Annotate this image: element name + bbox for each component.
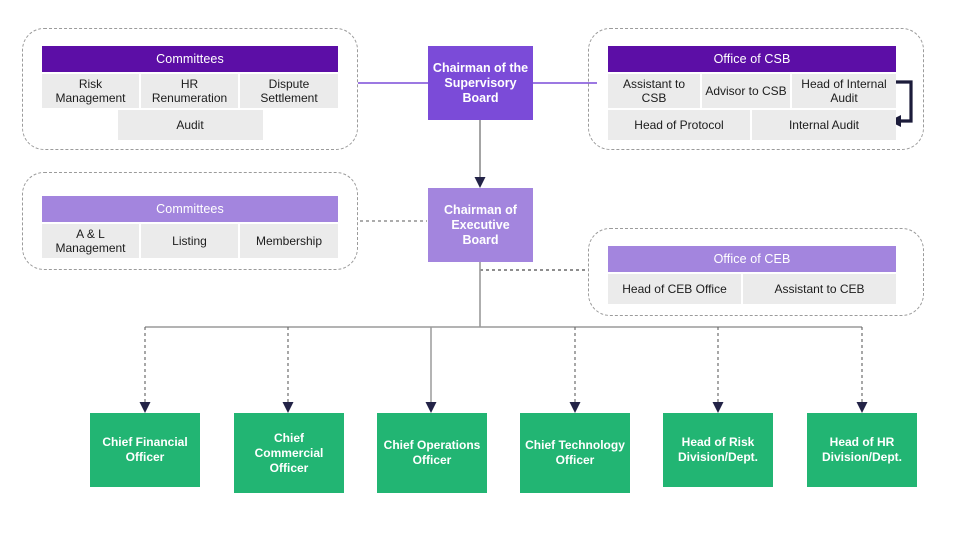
cell-row-committees-supervisory-2: Audit [42,110,338,140]
cell-row-committees-supervisory-1: Risk Management HR Renumeration Dispute … [42,74,338,108]
cell-hr-renumeration[interactable]: HR Renumeration [141,74,238,108]
panel-header-committees-supervisory: Committees [42,46,338,72]
cell-head-of-internal-audit[interactable]: Head of Internal Audit [792,74,896,108]
group-executive-committees [22,172,358,270]
panel-supervisory-committees: Committees Risk Management HR Renumerati… [42,46,338,140]
box-head-of-risk-division[interactable]: Head of Risk Division/Dept. [663,413,773,487]
panel-header-office-of-csb: Office of CSB [608,46,896,72]
arrowhead-coo [425,402,437,413]
cell-al-management[interactable]: A & L Management [42,224,139,258]
arrowhead-cto [569,402,581,413]
box-chief-technology-officer[interactable]: Chief Technology Officer [520,413,630,493]
cell-assistant-to-csb[interactable]: Assistant to CSB [608,74,700,108]
arrowhead-cco [282,402,294,413]
panel-header-office-of-ceb: Office of CEB [608,246,896,272]
panel-office-of-ceb: Office of CEB Head of CEB Office Assista… [608,246,896,304]
box-head-of-hr-division[interactable]: Head of HR Division/Dept. [807,413,917,487]
panel-header-committees-executive: Committees [42,196,338,222]
box-chief-financial-officer[interactable]: Chief Financial Officer [90,413,200,487]
arrowhead-risk [712,402,724,413]
arrowhead-csb-to-ceb [474,177,486,188]
cell-listing[interactable]: Listing [141,224,238,258]
cell-dispute-settlement[interactable]: Dispute Settlement [240,74,338,108]
panel-office-of-csb: Office of CSB Assistant to CSB Advisor t… [608,46,896,140]
cell-internal-audit[interactable]: Internal Audit [752,110,896,140]
cell-row-committees-executive-1: A & L Management Listing Membership [42,224,338,258]
cell-row-office-ceb-1: Head of CEB Office Assistant to CEB [608,274,896,304]
cell-assistant-to-ceb[interactable]: Assistant to CEB [743,274,896,304]
group-office-of-csb [588,28,924,150]
box-chairman-supervisory-board[interactable]: Chairman of the Supervisory Board [428,46,533,120]
cell-audit[interactable]: Audit [117,110,263,140]
group-office-of-ceb [588,228,924,316]
box-chief-operations-officer[interactable]: Chief Operations Officer [377,413,487,493]
cell-advisor-to-csb[interactable]: Advisor to CSB [702,74,790,108]
cell-risk-management[interactable]: Risk Management [42,74,139,108]
arrowhead-cfo [139,402,151,413]
cell-membership[interactable]: Membership [240,224,338,258]
group-supervisory-committees [22,28,358,150]
cell-row-office-csb-2: Head of Protocol Internal Audit [608,110,896,140]
cell-head-of-protocol[interactable]: Head of Protocol [608,110,750,140]
cell-head-of-ceb-office[interactable]: Head of CEB Office [608,274,741,304]
panel-executive-committees: Committees A & L Management Listing Memb… [42,196,338,258]
arrowhead-hr [856,402,868,413]
box-chief-commercial-officer[interactable]: Chief Commercial Officer [234,413,344,493]
box-chairman-executive-board[interactable]: Chairman of Executive Board [428,188,533,262]
cell-row-office-csb-1: Assistant to CSB Advisor to CSB Head of … [608,74,896,108]
